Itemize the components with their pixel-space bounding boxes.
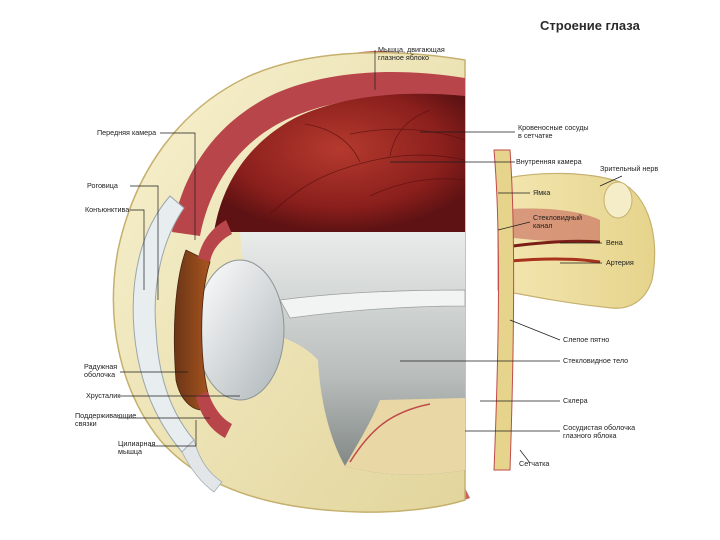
ciliary-body-top (198, 220, 232, 262)
diagram-title: Строение глаза (540, 18, 640, 33)
label-conjunctiva: Конъюнктива (85, 205, 130, 214)
ciliary-body (196, 392, 232, 438)
label-posterior-chamber: Внутренняя камера (516, 157, 582, 166)
choroid-layer (172, 72, 465, 236)
leader-lines (118, 50, 623, 464)
label-optic-nerve: Зрительный нерв (600, 164, 659, 173)
label-sclera: Склера (563, 396, 588, 405)
label-choroid: Сосудистая оболочка глазного яблока (563, 423, 636, 441)
label-hyaloid-canal: Стекловидный канал (533, 213, 583, 231)
retinal-vessels (269, 109, 466, 215)
choroid-lower-edge (349, 403, 431, 463)
inner-retina-lower (345, 398, 465, 475)
iris (173, 249, 211, 411)
label-lens: Хрусталик (86, 391, 121, 400)
label-muscle: Мышца, двигающая глазное яблоко (378, 45, 445, 63)
conjunctiva (181, 439, 223, 493)
label-vitreous-body: Стекловидное тело (563, 356, 629, 365)
label-anterior-chamber: Передняя камера (97, 128, 157, 137)
back-wall-section (493, 149, 515, 471)
label-cornea: Роговица (87, 181, 118, 190)
label-vein: Вена (606, 238, 623, 247)
lens (195, 259, 285, 401)
label-iris: Радужная оболочка (84, 362, 118, 380)
label-fovea: Ямка (533, 188, 551, 197)
label-retinal-vessels: Кровеносные сосуды в сетчатке (518, 123, 589, 141)
label-ciliary-muscle: Цилиарная мышца (118, 439, 156, 457)
label-artery: Артерия (606, 258, 634, 267)
label-blind-spot: Слепое пятно (563, 335, 610, 344)
hyaloid-canal (279, 289, 466, 319)
label-zonule: Поддерживающие связки (75, 411, 137, 429)
optic-nerve (497, 172, 656, 309)
label-retina: Сетчатка (519, 459, 550, 468)
